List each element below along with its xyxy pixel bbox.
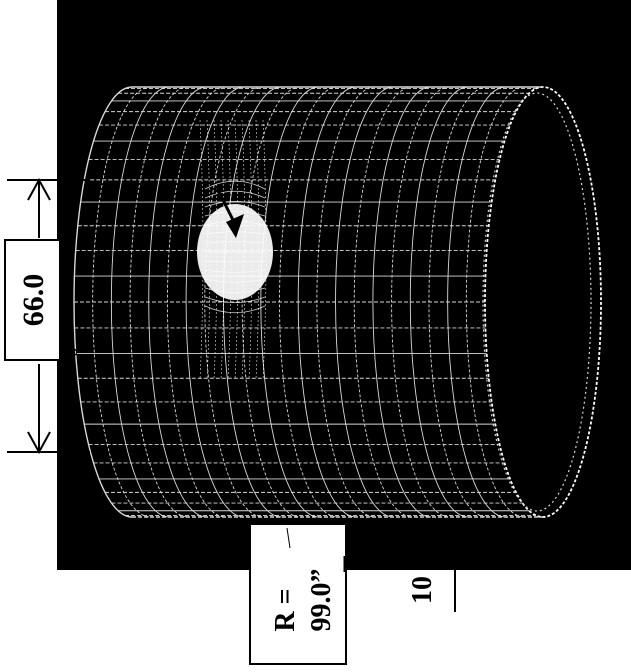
mesh-ring [204,86,263,518]
mesh-ring [166,86,226,518]
mesh-ring [297,86,357,518]
mesh-ring [148,86,207,518]
deformation-contour [204,200,266,208]
deformation-contour [204,190,266,199]
deformation-line [248,119,253,381]
deformation-line [255,119,260,381]
deformation-line [220,119,225,381]
arrow-down-icon [215,187,244,238]
mesh-ring [260,86,319,518]
height-label-box: 66.0 [4,239,61,361]
deformation-line [213,119,218,381]
cylinder-mesh [73,86,602,518]
deformation-contour [204,278,266,283]
mesh-ring [185,86,245,518]
plot-panel [57,0,631,570]
mesh-ring [465,86,525,518]
mesh-ring [372,86,431,518]
radius-label-box: R = 99.0” [249,523,347,665]
deformation-contour [204,241,266,244]
deformation-line [199,119,204,381]
deformation-contour [204,269,266,273]
deformation-line [227,119,232,381]
radius-label-line1: R = [270,588,301,631]
partial-label-bottom: 10 [407,576,438,604]
mesh-ring [428,86,487,518]
deformation-contour [204,305,266,314]
deformation-line [206,119,211,381]
deformation-line [241,119,246,381]
mesh-ring [92,86,151,518]
mesh-ring [447,86,506,518]
radius-label-line2: 99.0” [306,569,337,632]
mesh-ring [335,86,394,518]
partial-label-left: s [60,348,82,356]
front-rim-inner [482,92,592,512]
deformation-contour [204,296,266,304]
mesh-ring [316,86,375,518]
mesh-ring [129,86,189,518]
deformation-contour [204,211,266,217]
deformation-line [262,119,267,381]
mesh-ring [409,86,469,518]
mesh-ring [279,86,338,518]
deformation-line [234,119,239,381]
mesh-ring [391,86,450,518]
mesh-ring [353,86,413,518]
mesh-ring [110,86,170,518]
height-label: 66.0 [17,274,50,327]
double-arrow-icon [7,177,90,455]
deformation-contour [204,180,266,190]
